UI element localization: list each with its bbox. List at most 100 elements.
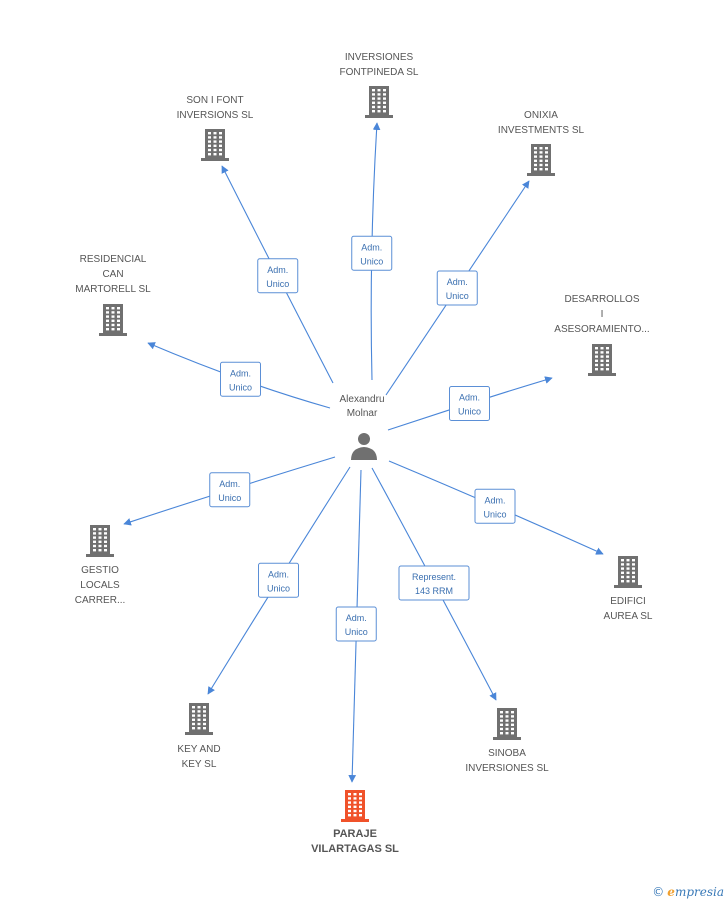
company-name-line: DESARROLLOS [564, 294, 639, 305]
company-node-paraje-vilartagas[interactable]: PARAJE VILARTAGAS SL [311, 790, 399, 855]
company-node-sinoba[interactable]: SINOBA INVERSIONES SL [465, 708, 549, 774]
edge-label-line: Adm. [268, 569, 289, 579]
building-icon [527, 144, 555, 176]
edge-label[interactable]: Adm. Unico [220, 361, 261, 397]
building-icon [588, 344, 616, 376]
building-icon [99, 304, 127, 336]
company-name-line: RESIDENCIAL [80, 254, 147, 265]
company-node-edifici-aurea[interactable]: EDIFICI AUREA SL [604, 556, 653, 622]
company-node-son-i-font[interactable]: SON I FONT INVERSIONS SL [177, 95, 254, 161]
edge-key-and-key: Adm. Unico [207, 466, 351, 695]
brand-name: mpresia [674, 885, 724, 899]
edge-label-line: Adm. [361, 242, 382, 252]
edge-desarrollos: Adm. Unico [387, 376, 553, 431]
edge-label-line: Adm. [230, 368, 251, 378]
edge-label[interactable]: Adm. Unico [258, 562, 299, 598]
edge-label-line: Unico [483, 509, 506, 519]
edge-paraje-vilartagas: Adm. Unico [335, 469, 377, 783]
nodes-layer: INVERSIONES FONTPINEDA SL SON I FONT INVERS… [75, 52, 653, 855]
copyright-icon: © [652, 885, 665, 899]
company-name-line: INVERSIONES [345, 52, 414, 63]
company-name-line: MARTORELL SL [75, 284, 151, 295]
building-icon [341, 790, 369, 822]
edge-label-line: Unico [446, 291, 469, 301]
company-name-line: SON I FONT [186, 95, 243, 106]
edge-label[interactable]: Adm. Unico [436, 270, 478, 306]
edge-label-line: Adm. [219, 479, 240, 489]
building-icon [493, 708, 521, 740]
building-icon [365, 86, 393, 118]
building-icon [185, 703, 213, 735]
edge-label-box [449, 386, 490, 421]
edge-label-line: Adm. [447, 277, 468, 287]
building-icon [201, 129, 229, 161]
edge-label-line: Unico [458, 407, 481, 417]
edge-label-line: Adm. [459, 393, 480, 403]
edge-label-line: Adm. [267, 265, 288, 275]
edge-label[interactable]: Adm. Unico [449, 386, 490, 421]
company-node-onixia[interactable]: ONIXIA INVESTMENTS SL [498, 110, 585, 176]
company-name-line: CARRER... [75, 595, 126, 606]
edge-sinoba: Represent. 143 RRM [371, 467, 497, 701]
person-name-line-1: Alexandru [339, 394, 384, 405]
edge-label-box [257, 258, 299, 294]
person-node[interactable]: Alexandru Molnar [339, 394, 385, 460]
edge-label[interactable]: Represent. 143 RRM [398, 565, 470, 601]
edge-label-line: 143 RRM [415, 586, 453, 596]
company-name-line: AUREA SL [604, 611, 653, 622]
brand-initial: e [667, 885, 675, 899]
edge-label[interactable]: Adm. Unico [257, 258, 299, 294]
company-node-gestio-locals[interactable]: GESTIOLOCALSCARRER... [75, 525, 126, 606]
company-name-line: EDIFICI [610, 596, 646, 607]
edge-label-box [351, 235, 393, 271]
edge-label-line: Unico [266, 279, 289, 289]
company-name-line: LOCALS [80, 580, 120, 591]
edge-label[interactable]: Adm. Unico [351, 235, 393, 271]
company-name-line: INVESTMENTS SL [498, 125, 585, 136]
company-node-residencial-can-martorell[interactable]: RESIDENCIAL CAN MARTORELL SL [75, 254, 151, 336]
edge-label-box [209, 472, 251, 508]
company-name-line: KEY SL [182, 759, 217, 770]
edge-residencial-can-martorell: Adm. Unico [147, 342, 331, 409]
company-name-line: FONTPINEDA SL [340, 67, 419, 78]
company-name-line: INVERSIONS SL [177, 110, 254, 121]
edge-label-box [220, 361, 261, 397]
building-icon [86, 525, 114, 557]
edge-label-box [258, 562, 299, 598]
edge-label-box [335, 606, 377, 642]
company-name-line: SINOBA [488, 748, 526, 759]
edge-label[interactable]: Adm.Unico [474, 488, 516, 524]
edge-label[interactable]: Adm. Unico [209, 472, 251, 508]
edge-label-line: Unico [229, 382, 252, 392]
building-icon [614, 556, 642, 588]
company-name-line: KEY AND [177, 744, 220, 755]
company-name-line: VILARTAGAS SL [311, 843, 399, 855]
company-node-inversiones-fontpineda[interactable]: INVERSIONES FONTPINEDA SL [340, 52, 419, 118]
person-icon [351, 433, 377, 460]
edge-onixia: Adm. Unico [385, 180, 530, 396]
edge-son-i-font: Adm. Unico [221, 165, 334, 384]
company-name-line: ASESORAMIENTO... [554, 324, 649, 335]
person-name-line-2: Molnar [347, 408, 378, 419]
edge-inversiones-fontpineda: Adm. Unico [351, 122, 393, 381]
edge-label-line: Represent. [412, 572, 456, 582]
company-name-line: CAN [102, 269, 123, 280]
edge-label-line: Unico [345, 627, 368, 637]
company-name-line: I [601, 309, 604, 320]
edge-edifici-aurea: Adm.Unico [388, 460, 604, 555]
edge-label-line: Unico [218, 493, 241, 503]
edge-gestio-locals: Adm. Unico [123, 456, 336, 526]
edge-label-line: Unico [267, 583, 290, 593]
company-node-key-and-key[interactable]: KEY AND KEY SL [177, 703, 221, 770]
edge-label-box [436, 270, 478, 306]
edge-label-box [474, 488, 516, 524]
edge-label[interactable]: Adm. Unico [335, 606, 377, 642]
company-name-line: INVERSIONES SL [465, 763, 549, 774]
company-name-line: PARAJE [333, 828, 377, 840]
company-node-desarrollos[interactable]: DESARROLLOS I ASESORAMIENTO... [554, 294, 650, 376]
edge-label-line: Adm. [346, 613, 367, 623]
company-name-line: ONIXIA [524, 110, 558, 121]
edge-label-line: Unico [360, 256, 383, 266]
